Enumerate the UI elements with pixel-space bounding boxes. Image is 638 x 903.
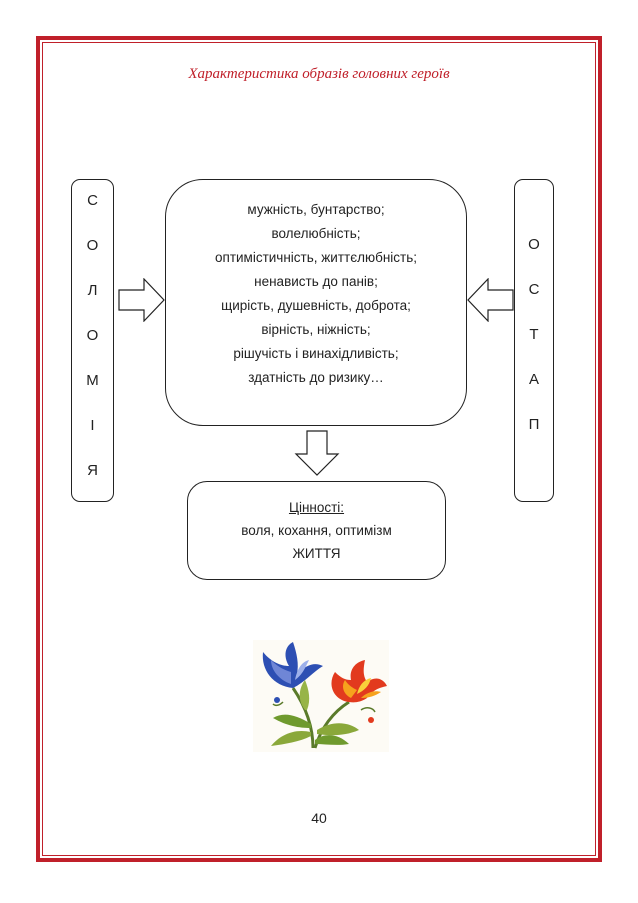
solomiia-letter: Л (87, 282, 98, 299)
page-title: Характеристика образів головних героїв (188, 66, 450, 82)
character-traits-box: мужність, бунтарство; волелюбність; опти… (165, 179, 467, 426)
solomiia-letter: С (87, 192, 98, 209)
page-border-outer (36, 36, 602, 862)
values-heading: Цінності: (288, 500, 345, 515)
ostap-letter: А (528, 371, 539, 388)
solomiia-letter: Я (87, 462, 98, 479)
trait-line: оптимістичність, життєлюбність; (215, 250, 417, 265)
ostap-letter: О (528, 236, 540, 253)
solomiia-letter: І (90, 417, 95, 434)
ostap-letter: С (528, 281, 540, 298)
trait-line: вірність, ніжність; (261, 322, 371, 337)
trait-line: волелюбність; (271, 226, 361, 241)
trait-line: ненависть до панів; (254, 274, 378, 289)
trait-line: здатність до ризику… (248, 370, 384, 385)
solomiia-letter: О (86, 237, 99, 254)
trait-line: рішучість і винахідливість; (233, 346, 399, 361)
ostap-name-box: О С Т А П (514, 179, 554, 502)
ostap-letter: Т (529, 326, 539, 343)
page-number: 40 (311, 810, 327, 826)
arrow-left-outline-icon (467, 278, 514, 322)
values-line: воля, кохання, оптимізм (241, 523, 392, 538)
solomiia-name-box: С О Л О М І Я (71, 179, 114, 502)
values-box: Цінності: воля, кохання, оптимізм ЖИТТЯ (187, 481, 446, 580)
arrow-down-outline-icon (294, 430, 340, 476)
solomiia-letter: М (86, 372, 99, 389)
arrow-right-outline-icon (118, 278, 165, 322)
page-border-inner (42, 42, 596, 856)
flower-ornament-icon (253, 640, 389, 752)
solomiia-letter: О (86, 327, 99, 344)
trait-line: мужність, бунтарство; (247, 202, 385, 217)
values-line: ЖИТТЯ (292, 546, 341, 561)
trait-line: щирість, душевність, доброта; (221, 298, 411, 313)
ostap-letter: П (528, 416, 540, 433)
